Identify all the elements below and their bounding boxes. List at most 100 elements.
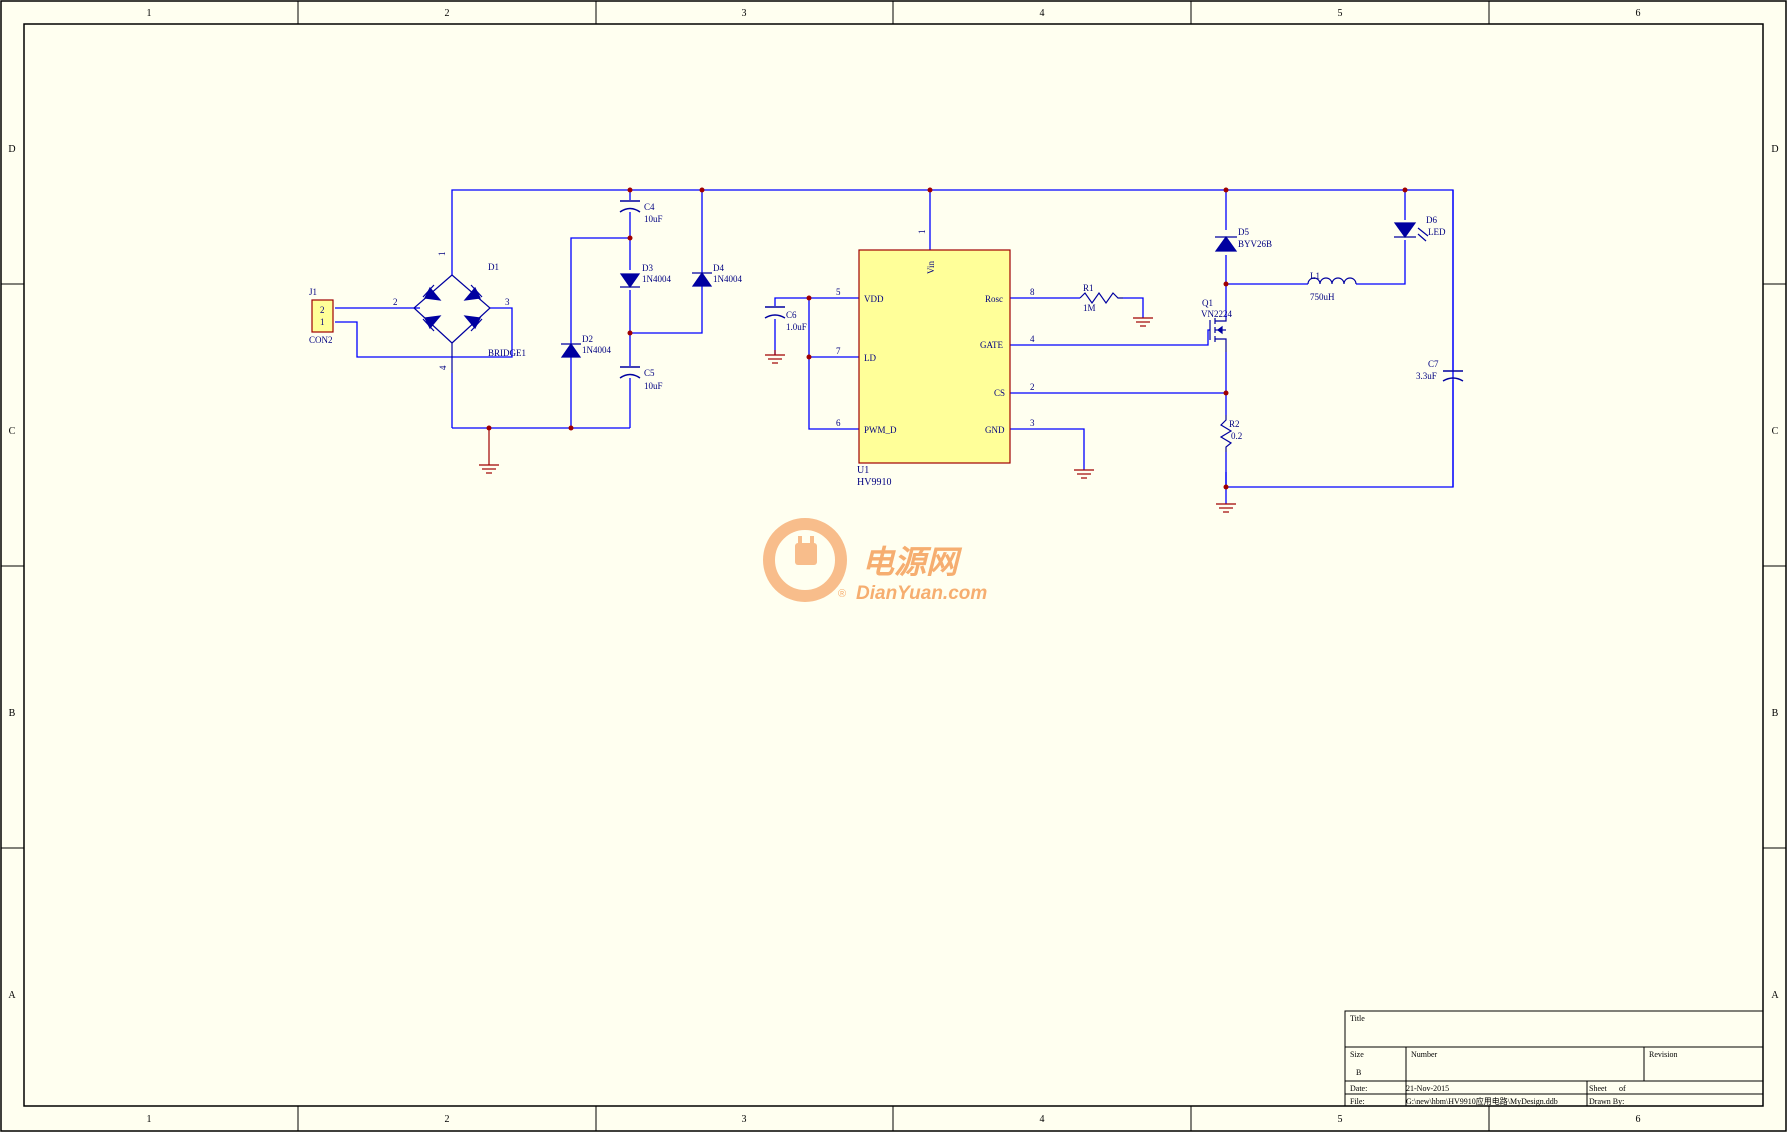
watermark-chinese: 电源网 [862, 544, 963, 580]
r2-value: 0.2 [1231, 431, 1242, 441]
resistor-r1[interactable] [1079, 291, 1123, 305]
row-label-left: A [8, 990, 16, 1001]
col-label-top: 4 [1040, 8, 1045, 19]
q1-ref: Q1 [1202, 298, 1213, 308]
ic-u1[interactable] [858, 249, 1011, 464]
c5-ref: C5 [644, 368, 655, 378]
d1-ref: D1 [488, 262, 499, 272]
u1-pwm-pin: 6 [836, 418, 841, 428]
connector-j1[interactable]: 2 1 J1 CON2 [309, 287, 334, 345]
u1-gate-pin: 4 [1030, 334, 1035, 344]
u1-gate-label: GATE [980, 340, 1003, 350]
u1-gnd-pin: 3 [1030, 418, 1035, 428]
d1-pin2: 2 [393, 297, 398, 307]
inductor-l1[interactable] [1307, 277, 1357, 285]
number-label: Number [1411, 1050, 1438, 1059]
drawn-by-label: Drawn By: [1589, 1097, 1624, 1106]
row-label-right: A [1771, 990, 1779, 1001]
resistor-r2[interactable] [1219, 415, 1233, 452]
c7-ref: C7 [1428, 359, 1439, 369]
j1-pin1: 1 [320, 317, 325, 327]
j1-value: CON2 [309, 335, 333, 345]
bridge-rectifier-d1[interactable] [413, 274, 491, 373]
diode-d4[interactable] [691, 271, 713, 287]
col-label-bottom: 2 [445, 1114, 450, 1125]
d4-ref: D4 [713, 263, 724, 273]
d3-ref: D3 [642, 263, 653, 273]
col-label-bottom: 5 [1338, 1114, 1343, 1125]
diode-d5[interactable] [1214, 235, 1238, 252]
row-label-left: B [9, 708, 16, 719]
row-label-left: D [8, 144, 15, 155]
u1-vin-label: Vin [926, 261, 936, 274]
watermark-logo-icon [763, 518, 847, 602]
u1-vin-pin: 1 [917, 230, 927, 235]
of-label: of [1619, 1084, 1626, 1093]
size-label: Size [1350, 1050, 1364, 1059]
diode-d2[interactable] [560, 342, 582, 358]
title-label: Title [1350, 1014, 1365, 1023]
capacitor-c4[interactable] [619, 200, 641, 213]
size-value: B [1356, 1068, 1361, 1077]
col-label-bottom: 4 [1040, 1114, 1045, 1125]
sheet-label: Sheet [1589, 1084, 1608, 1093]
date-label: Date: [1350, 1084, 1367, 1093]
u1-ld-pin: 7 [836, 346, 841, 356]
date-value: 21-Nov-2015 [1406, 1084, 1449, 1093]
u1-rosc-pin: 8 [1030, 287, 1035, 297]
c6-value: 1.0uF [786, 322, 807, 332]
diode-d3[interactable] [619, 273, 641, 289]
col-label-top: 5 [1338, 8, 1343, 19]
r1-ref: R1 [1083, 283, 1094, 293]
d6-ref: D6 [1426, 215, 1437, 225]
d2-value: 1N4004 [582, 345, 611, 355]
j1-pin2: 2 [320, 305, 325, 315]
capacitor-c5[interactable] [619, 366, 641, 379]
ground-symbols [479, 317, 1236, 513]
j1-ref: J1 [309, 287, 317, 297]
file-label: File: [1350, 1097, 1365, 1106]
col-label-top: 2 [445, 8, 450, 19]
d5-ref: D5 [1238, 227, 1249, 237]
row-label-right: B [1772, 708, 1779, 719]
revision-label: Revision [1649, 1050, 1677, 1059]
u1-value: HV9910 [857, 477, 891, 488]
led-d6[interactable] [1393, 222, 1429, 242]
l1-value: 750uH [1310, 292, 1335, 302]
q1-value: VN2224 [1201, 309, 1232, 319]
col-label-top: 6 [1636, 8, 1641, 19]
watermark-registered: ® [838, 588, 846, 600]
d1-pin4: 4 [438, 365, 448, 370]
c6-ref: C6 [786, 310, 797, 320]
watermark-latin: DianYuan.com [856, 583, 987, 604]
c7-value: 3.3uF [1416, 371, 1437, 381]
u1-rosc-label: Rosc [985, 294, 1003, 304]
capacitor-c7[interactable] [1442, 370, 1464, 382]
d4-value: 1N4004 [713, 274, 742, 284]
u1-ld-label: LD [864, 353, 876, 363]
col-label-bottom: 1 [147, 1114, 152, 1125]
row-label-right: C [1772, 426, 1779, 437]
d3-value: 1N4004 [642, 274, 671, 284]
junction-dots [486, 187, 1408, 490]
col-label-top: 3 [742, 8, 747, 19]
d1-pin1: 1 [437, 252, 447, 257]
capacitor-c6[interactable] [764, 306, 786, 319]
c4-ref: C4 [644, 202, 655, 212]
col-label-bottom: 3 [742, 1114, 747, 1125]
u1-gnd-label: GND [985, 425, 1005, 435]
r1-value: 1M [1083, 303, 1096, 313]
d5-value: BYV26B [1238, 239, 1272, 249]
d6-value: LED [1428, 227, 1446, 237]
mosfet-q1[interactable] [1209, 318, 1227, 352]
l1-ref: L1 [1310, 271, 1320, 281]
col-label-top: 1 [147, 8, 152, 19]
u1-vdd-label: VDD [864, 294, 884, 304]
row-label-right: D [1771, 144, 1778, 155]
c5-value: 10uF [644, 381, 663, 391]
row-label-left: C [9, 426, 16, 437]
c4-value: 10uF [644, 214, 663, 224]
